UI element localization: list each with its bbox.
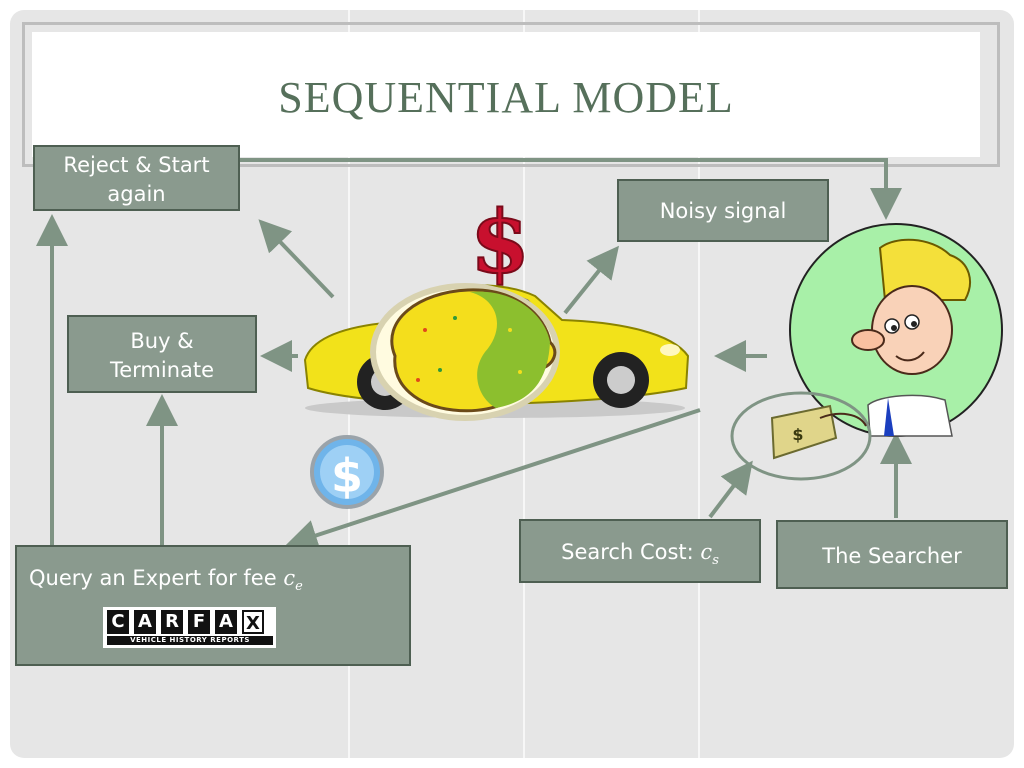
carfax-logo: C A R F A X VEHICLE HISTORY REPORTS [103, 607, 276, 648]
search-cost-symbol: cs [700, 540, 719, 569]
reject-and-start-again-box: Reject & Start again [33, 145, 240, 211]
dollar-sign-icon: $ [469, 191, 531, 294]
query-expert-label: Query an Expert for fee [29, 566, 277, 590]
query-expert-symbol: ce [283, 566, 303, 595]
search-cost-label: Search Cost: [561, 540, 694, 564]
carfax-tagline: VEHICLE HISTORY REPORTS [107, 636, 273, 645]
lemon-icon [370, 283, 560, 421]
carfax-letter: A [215, 610, 237, 634]
arrow-to-reject [258, 219, 335, 299]
carfax-letter: F [188, 610, 210, 634]
svg-text:$: $ [792, 425, 803, 444]
carfax-letter: A [134, 610, 156, 634]
carfax-letter: R [161, 610, 183, 634]
noisy-signal-label: Noisy signal [659, 199, 787, 223]
reject-box-line2: again [107, 182, 166, 206]
searcher-label: The Searcher [822, 544, 962, 568]
buy-and-terminate-box: Buy & Terminate [67, 315, 257, 393]
title-box: SEQUENTIAL MODEL [32, 32, 980, 157]
dollar-coin-icon: $ [310, 435, 384, 509]
money-bill-icon: $ [730, 391, 872, 481]
carfax-letter: X [242, 610, 264, 634]
arrow-to-query-expert [285, 408, 701, 551]
search-cost-box: Search Cost: cs [519, 519, 761, 583]
carfax-letter: C [107, 610, 129, 634]
arrow-to-noisy-signal [563, 245, 620, 315]
page-title: SEQUENTIAL MODEL [278, 73, 734, 122]
background-line [698, 10, 700, 758]
svg-text:$: $ [470, 192, 530, 293]
buy-box-line2: Terminate [109, 358, 215, 382]
arrow-cost-to-money [708, 460, 753, 519]
noisy-signal-box: Noisy signal [617, 179, 829, 242]
buy-box-line1: Buy & [130, 329, 194, 353]
arrow-reject-to-searcher [240, 158, 902, 220]
svg-text:$: $ [331, 449, 363, 503]
title-band [22, 22, 1000, 167]
the-searcher-box: The Searcher [776, 520, 1008, 589]
searcher-person-icon [789, 223, 1003, 437]
reject-box-line1: Reject & Start [63, 153, 210, 177]
